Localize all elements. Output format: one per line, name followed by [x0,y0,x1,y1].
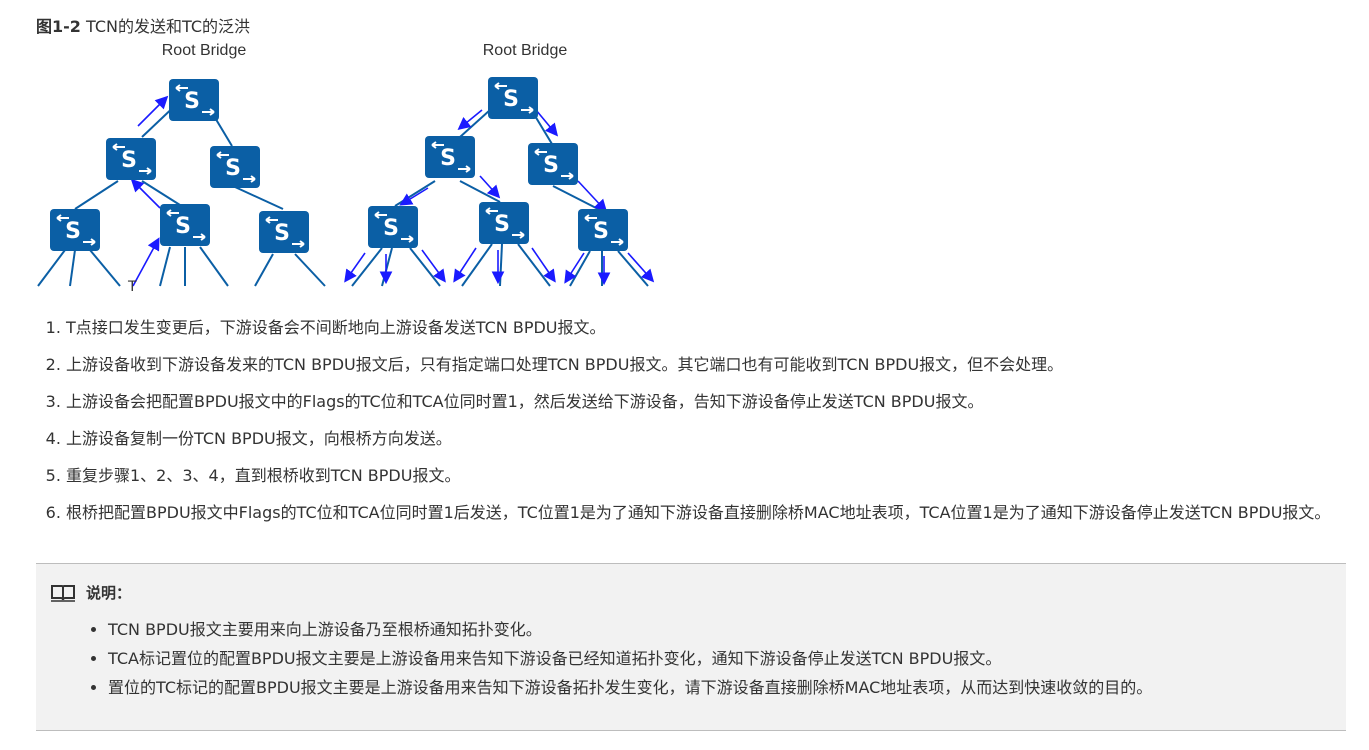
step-item: 重复步骤1、2、3、4，直到根桥收到TCN BPDU报文。 [66,464,1369,488]
figure-caption: 图1-2 TCN的发送和TC的泛洪 [36,13,250,37]
left-root-bridge-label: Root Bridge [162,42,247,59]
figure-number: 图1-2 [36,17,81,36]
step-item: T点接口发生变更后，下游设备会不间断地向上游设备发送TCN BPDU报文。 [66,316,1369,340]
left-leaf-switch-a [49,208,101,252]
right-root-bridge-label: Root Bridge [483,42,568,59]
right-tc-arrows [344,109,655,286]
note-title: 说明： [86,584,132,602]
right-leaf-switch-c [577,208,629,252]
right-mid-switch-b [527,142,579,186]
step-item: 上游设备会把配置BPDU报文中的Flags的TC位和TCA位同时置1，然后发送给… [66,390,1369,414]
left-root-switch [168,78,220,122]
change-point-label: T [127,279,137,295]
right-leaf-switch-a [367,205,419,249]
right-mid-switch-a [424,135,476,179]
right-leaf-switch-b [478,201,530,245]
note-item: TCN BPDU报文主要用来向上游设备乃至根桥通知拓扑变化。 [108,620,1338,640]
left-leaf-switch-b [159,203,211,247]
step-item: 上游设备收到下游设备发来的TCN BPDU报文后，只有指定端口处理TCN BPD… [66,353,1369,377]
left-leaf-switch-c [258,210,310,254]
note-item: 置位的TC标记的配置BPDU报文主要是上游设备用来告知下游设备拓扑发生变化，请下… [108,678,1338,698]
step-item: 上游设备复制一份TCN BPDU报文，向根桥方向发送。 [66,427,1369,451]
left-tcn-arrows [130,95,169,287]
book-icon [51,584,75,602]
step-item: 根桥把配置BPDU报文中Flags的TC位和TCA位同时置1后发送，TC位置1是… [66,501,1369,525]
left-tree-links [37,100,326,287]
left-mid-switch-b [209,145,261,189]
figure-title: TCN的发送和TC的泛洪 [86,17,251,36]
note-item: TCA标记置位的配置BPDU报文主要是上游设备用来告知下游设备已经知道拓扑变化，… [108,649,1338,669]
steps-list: T点接口发生变更后，下游设备会不间断地向上游设备发送TCN BPDU报文。 上游… [36,316,1369,538]
tcn-tc-diagram: S Root Bridge Root Bridge T [37,42,655,295]
right-root-switch [487,76,539,120]
note-box: 说明： TCN BPDU报文主要用来向上游设备乃至根桥通知拓扑变化。 TCA标记… [36,563,1346,731]
left-mid-switch-a [105,137,157,181]
note-list: TCN BPDU报文主要用来向上游设备乃至根桥通知拓扑变化。 TCA标记置位的配… [78,620,1338,707]
note-header: 说明： [50,582,131,603]
